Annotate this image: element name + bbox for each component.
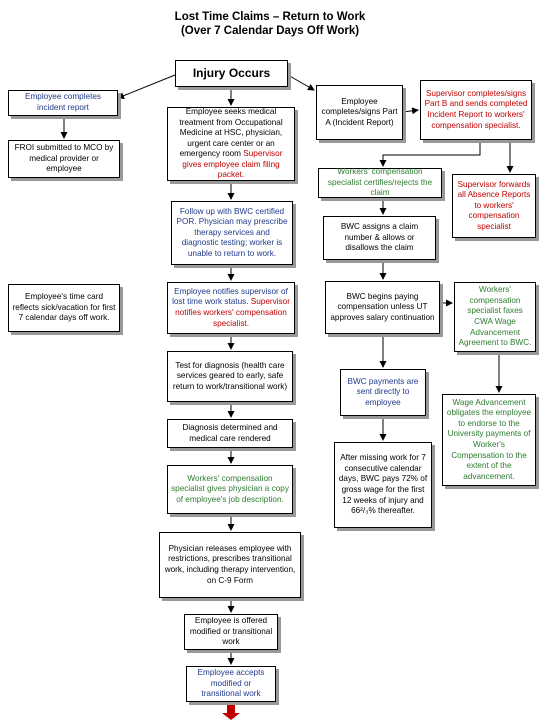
accepts-transitional-work-text: Employee accepts modified or transitiona…	[197, 668, 265, 699]
final-arrow-shaft	[227, 705, 235, 713]
offered-transitional-work-text: Employee is offered modified or transiti…	[189, 616, 273, 647]
claim-packet-text: Supervisor gives employee claim filing p…	[182, 149, 283, 180]
follow-up-text: Follow up with BWC certified POR. Physic…	[176, 206, 288, 258]
diagnosis-determined-text: Diagnosis determined and medical care re…	[182, 422, 278, 443]
time-card-text: Employee's time card reflects sick/vacat…	[12, 292, 116, 323]
final-arrow-head	[222, 713, 240, 720]
test-diagnosis-box: Test for diagnosis (health care services…	[167, 351, 293, 402]
test-diagnosis-text: Test for diagnosis (health care services…	[172, 360, 288, 391]
wc-certifies-text: Workers' compensation specialist certifi…	[327, 167, 433, 198]
bwc-assigns-box: BWC assigns a claim number & allows or d…	[323, 216, 436, 260]
after-missing-work-box: After missing work for 7 consecutive cal…	[334, 442, 432, 528]
injury-occurs-box: Injury Occurs	[175, 60, 288, 87]
froi-submitted-text: FROI submitted to MCO by medical provide…	[14, 143, 114, 174]
diagram-title-line2: (Over 7 Calendar Days Off Work)	[180, 25, 360, 37]
supervisor-part-b-text: Supervisor completes/signs Part B and se…	[424, 88, 528, 130]
supervisor-part-b-box: Supervisor completes/signs Part B and se…	[420, 80, 532, 140]
follow-up-box: Follow up with BWC certified POR. Physic…	[171, 201, 293, 265]
bwc-begins-box: BWC begins paying compensation unless UT…	[325, 281, 440, 334]
bwc-payments-text: BWC payments are sent directly to employ…	[347, 376, 419, 407]
wc-gives-job-description-box: Workers' compensation specialist gives p…	[167, 465, 293, 514]
supervisor-forwards-box: Supervisor forwards all Absence Reports …	[452, 174, 536, 238]
supervisor-forwards-text: Supervisor forwards all Absence Reports …	[457, 179, 531, 231]
arrow-injury-to-report	[117, 74, 176, 100]
wc-faxes-text: Workers' compensation specialist faxes C…	[458, 285, 532, 348]
froi-submitted-box: FROI submitted to MCO by medical provide…	[8, 140, 120, 178]
injury-occurs-label: Injury Occurs	[192, 66, 271, 81]
notifies-supervisor-box: Employee notifies supervisor of lost tim…	[167, 282, 295, 334]
diagram-title-line1: Lost Time Claims – Return to Work	[174, 11, 366, 23]
wage-advancement-text: Wage Advancement obligates the employee …	[446, 397, 532, 481]
notifies-supervisor-text: Employee notifies supervisor of lost tim…	[172, 286, 288, 307]
part-a-text: Employee completes/signs Part A (Inciden…	[321, 96, 398, 127]
offered-transitional-work-box: Employee is offered modified or transiti…	[184, 614, 278, 650]
bwc-payments-box: BWC payments are sent directly to employ…	[340, 369, 426, 416]
time-card-box: Employee's time card reflects sick/vacat…	[8, 284, 120, 332]
physician-releases-text: Physician releases employee with restric…	[164, 543, 296, 585]
wc-gives-job-description-text: Workers' compensation specialist gives p…	[171, 473, 289, 504]
notifies-specialist-text: Supervisor notifies workers' compensatio…	[175, 297, 290, 328]
part-a-box: Employee completes/signs Part A (Inciden…	[316, 85, 403, 140]
seeks-treatment-box: Employee seeks medical treatment from Oc…	[167, 107, 295, 181]
after-missing-work-text: After missing work for 7 consecutive cal…	[338, 453, 428, 516]
physician-releases-box: Physician releases employee with restric…	[159, 532, 301, 598]
seeks-treatment-text: Employee seeks medical treatment from Oc…	[179, 106, 283, 159]
wc-certifies-box: Workers' compensation specialist certifi…	[318, 167, 442, 198]
accepts-transitional-work-box: Employee accepts modified or transitiona…	[186, 666, 276, 702]
wc-faxes-box: Workers' compensation specialist faxes C…	[454, 282, 536, 352]
bwc-assigns-text: BWC assigns a claim number & allows or d…	[340, 222, 419, 253]
wage-advancement-box: Wage Advancement obligates the employee …	[442, 394, 536, 486]
arrow-parta-to-partb	[402, 107, 419, 115]
employee-incident-report-text: Employee completes incident report	[25, 92, 101, 112]
arrow-injury-to-parta	[287, 74, 315, 91]
employee-incident-report-box: Employee completes incident report	[8, 90, 118, 116]
arrow-partb-to-certifies	[379, 140, 481, 167]
bwc-begins-text: BWC begins paying compensation unless UT…	[330, 291, 435, 322]
diagnosis-determined-box: Diagnosis determined and medical care re…	[167, 419, 293, 448]
